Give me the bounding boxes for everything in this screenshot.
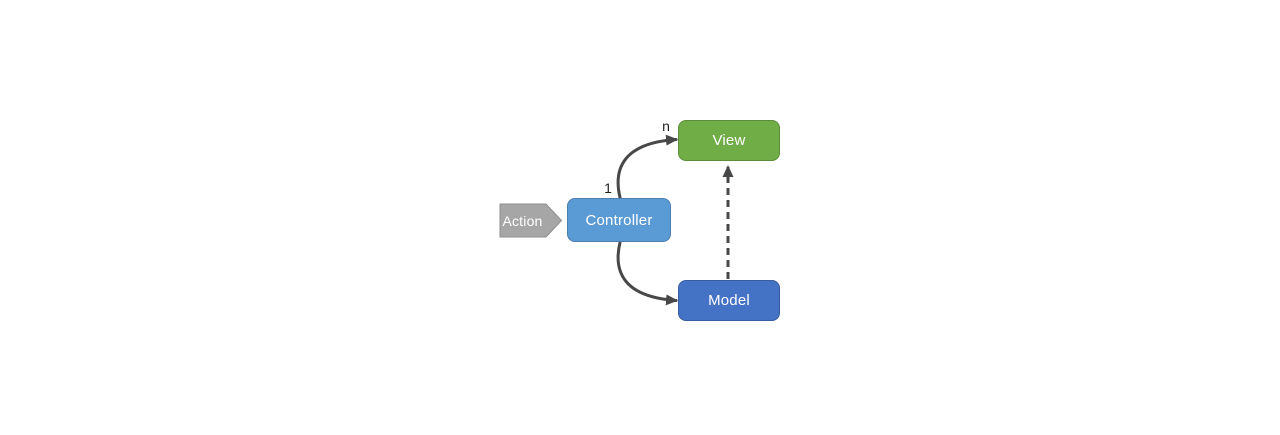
model-node: Model xyxy=(678,280,780,321)
view-node: View xyxy=(678,120,780,161)
controller-to-view-arrow xyxy=(616,134,678,199)
edge-multiplicity-source-label: 1 xyxy=(604,180,612,196)
edge-multiplicity-target-label: n xyxy=(662,118,670,134)
action-node-label: Action xyxy=(502,212,543,229)
action-pentagon-shape xyxy=(499,203,563,238)
controller-node: Controller xyxy=(567,198,671,242)
controller-to-model-arrow xyxy=(616,241,678,306)
